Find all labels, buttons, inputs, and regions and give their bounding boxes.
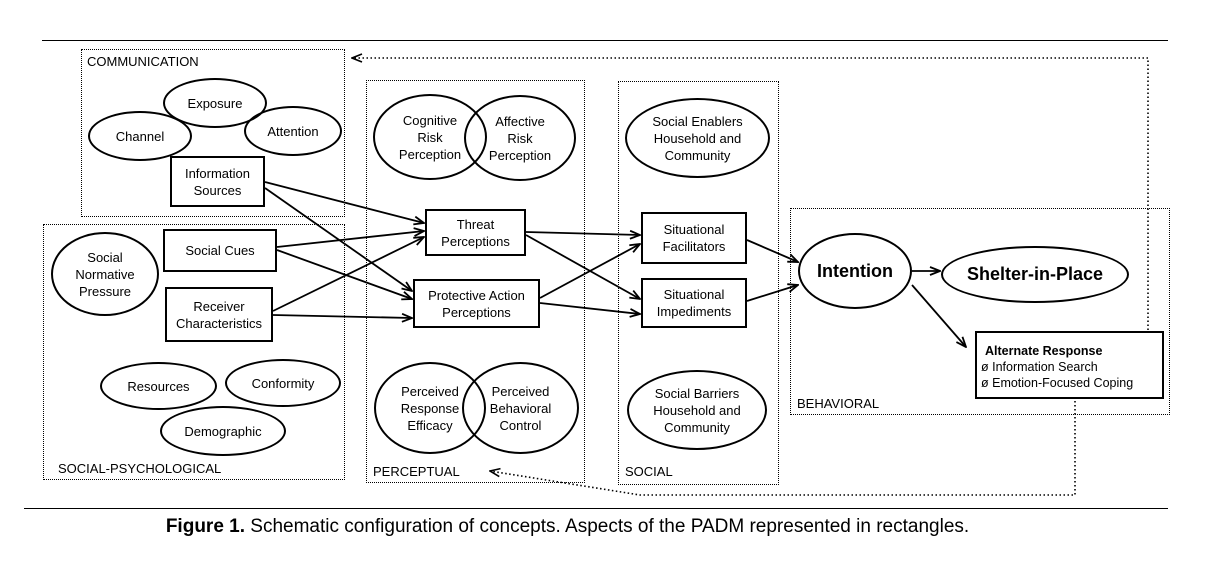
affective-risk-perception-node: Affective Risk Perception: [464, 95, 576, 181]
group-label-behavioral: BEHAVIORAL: [797, 396, 880, 411]
resources-node: Resources: [100, 362, 217, 410]
arrow-receiver-to-protective: [272, 315, 412, 318]
group-behavioral: [790, 208, 1170, 415]
protective-action-perceptions-box: Protective Action Perceptions: [413, 279, 540, 328]
group-social: [618, 81, 779, 485]
figure-caption-text: Schematic configuration of concepts. Asp…: [245, 516, 970, 537]
arrow-cues-to-threat: [276, 231, 424, 248]
group-label-social: SOCIAL: [625, 464, 673, 479]
alternate-response-box: Alternate Response ø Information Search …: [975, 331, 1164, 399]
arrow-cues-to-protective: [276, 249, 412, 299]
arrow-impediments-to-intention: [746, 285, 798, 302]
group-social-psychological: [43, 224, 345, 480]
arrow-threat-to-impediments: [525, 234, 640, 299]
alternate-item-emotion-focused-coping: ø Emotion-Focused Coping: [981, 376, 1134, 390]
group-communication: [81, 49, 345, 217]
group-label-communication: COMMUNICATION: [87, 54, 199, 69]
perceived-behavioral-control-node: Perceived Behavioral Control: [462, 362, 579, 454]
exposure-node: Exposure: [163, 78, 267, 128]
attention-node: Attention: [244, 106, 342, 156]
intention-node: Intention: [798, 233, 912, 309]
arrow-sources-to-threat: [264, 181, 424, 223]
feedback-arrow-communication: [352, 58, 1149, 330]
arrow-intention-to-alternate: [911, 284, 966, 347]
situational-impediments-box: Situational Impediments: [641, 278, 747, 328]
social-enablers-node: Social Enablers Household and Community: [625, 98, 770, 178]
arrow-protective-to-impediments: [539, 302, 640, 314]
cognitive-risk-perception-node: Cognitive Risk Perception: [373, 94, 487, 180]
figure-label: Figure 1.: [165, 516, 246, 537]
situational-facilitators-box: Situational Facilitators: [641, 212, 747, 264]
alternate-item-information-search: ø Information Search: [981, 360, 1098, 374]
channel-node: Channel: [88, 111, 192, 161]
social-normative-pressure-node: Social Normative Pressure: [51, 232, 159, 316]
arrow-protective-to-facilitators: [539, 244, 640, 299]
conformity-node: Conformity: [225, 359, 341, 407]
figure-caption: Figure 1. Schematic configuration of con…: [0, 515, 1135, 539]
arrow-receiver-to-threat: [272, 237, 424, 312]
top-rule: [42, 40, 1168, 41]
social-cues-box: Social Cues: [163, 229, 277, 272]
receiver-characteristics-box: Receiver Characteristics: [165, 287, 273, 342]
arrow-threat-to-facilitators: [525, 232, 640, 235]
alternate-response-title: Alternate Response: [985, 344, 1103, 358]
demographic-node: Demographic: [160, 406, 286, 456]
group-label-social-psychological: SOCIAL-PSYCHOLOGICAL: [58, 461, 222, 476]
threat-perceptions-box: Threat Perceptions: [425, 209, 526, 256]
feedback-arrow-perceptual: [490, 401, 1076, 496]
shelter-in-place-node: Shelter-in-Place: [941, 246, 1129, 303]
social-barriers-node: Social Barriers Household and Community: [627, 370, 767, 450]
group-label-perceptual: PERCEPTUAL: [373, 464, 460, 479]
arrow-facilitators-to-intention: [746, 239, 798, 262]
group-perceptual: [366, 80, 585, 483]
information-sources-box: Information Sources: [170, 156, 265, 207]
bottom-rule: [24, 508, 1168, 509]
